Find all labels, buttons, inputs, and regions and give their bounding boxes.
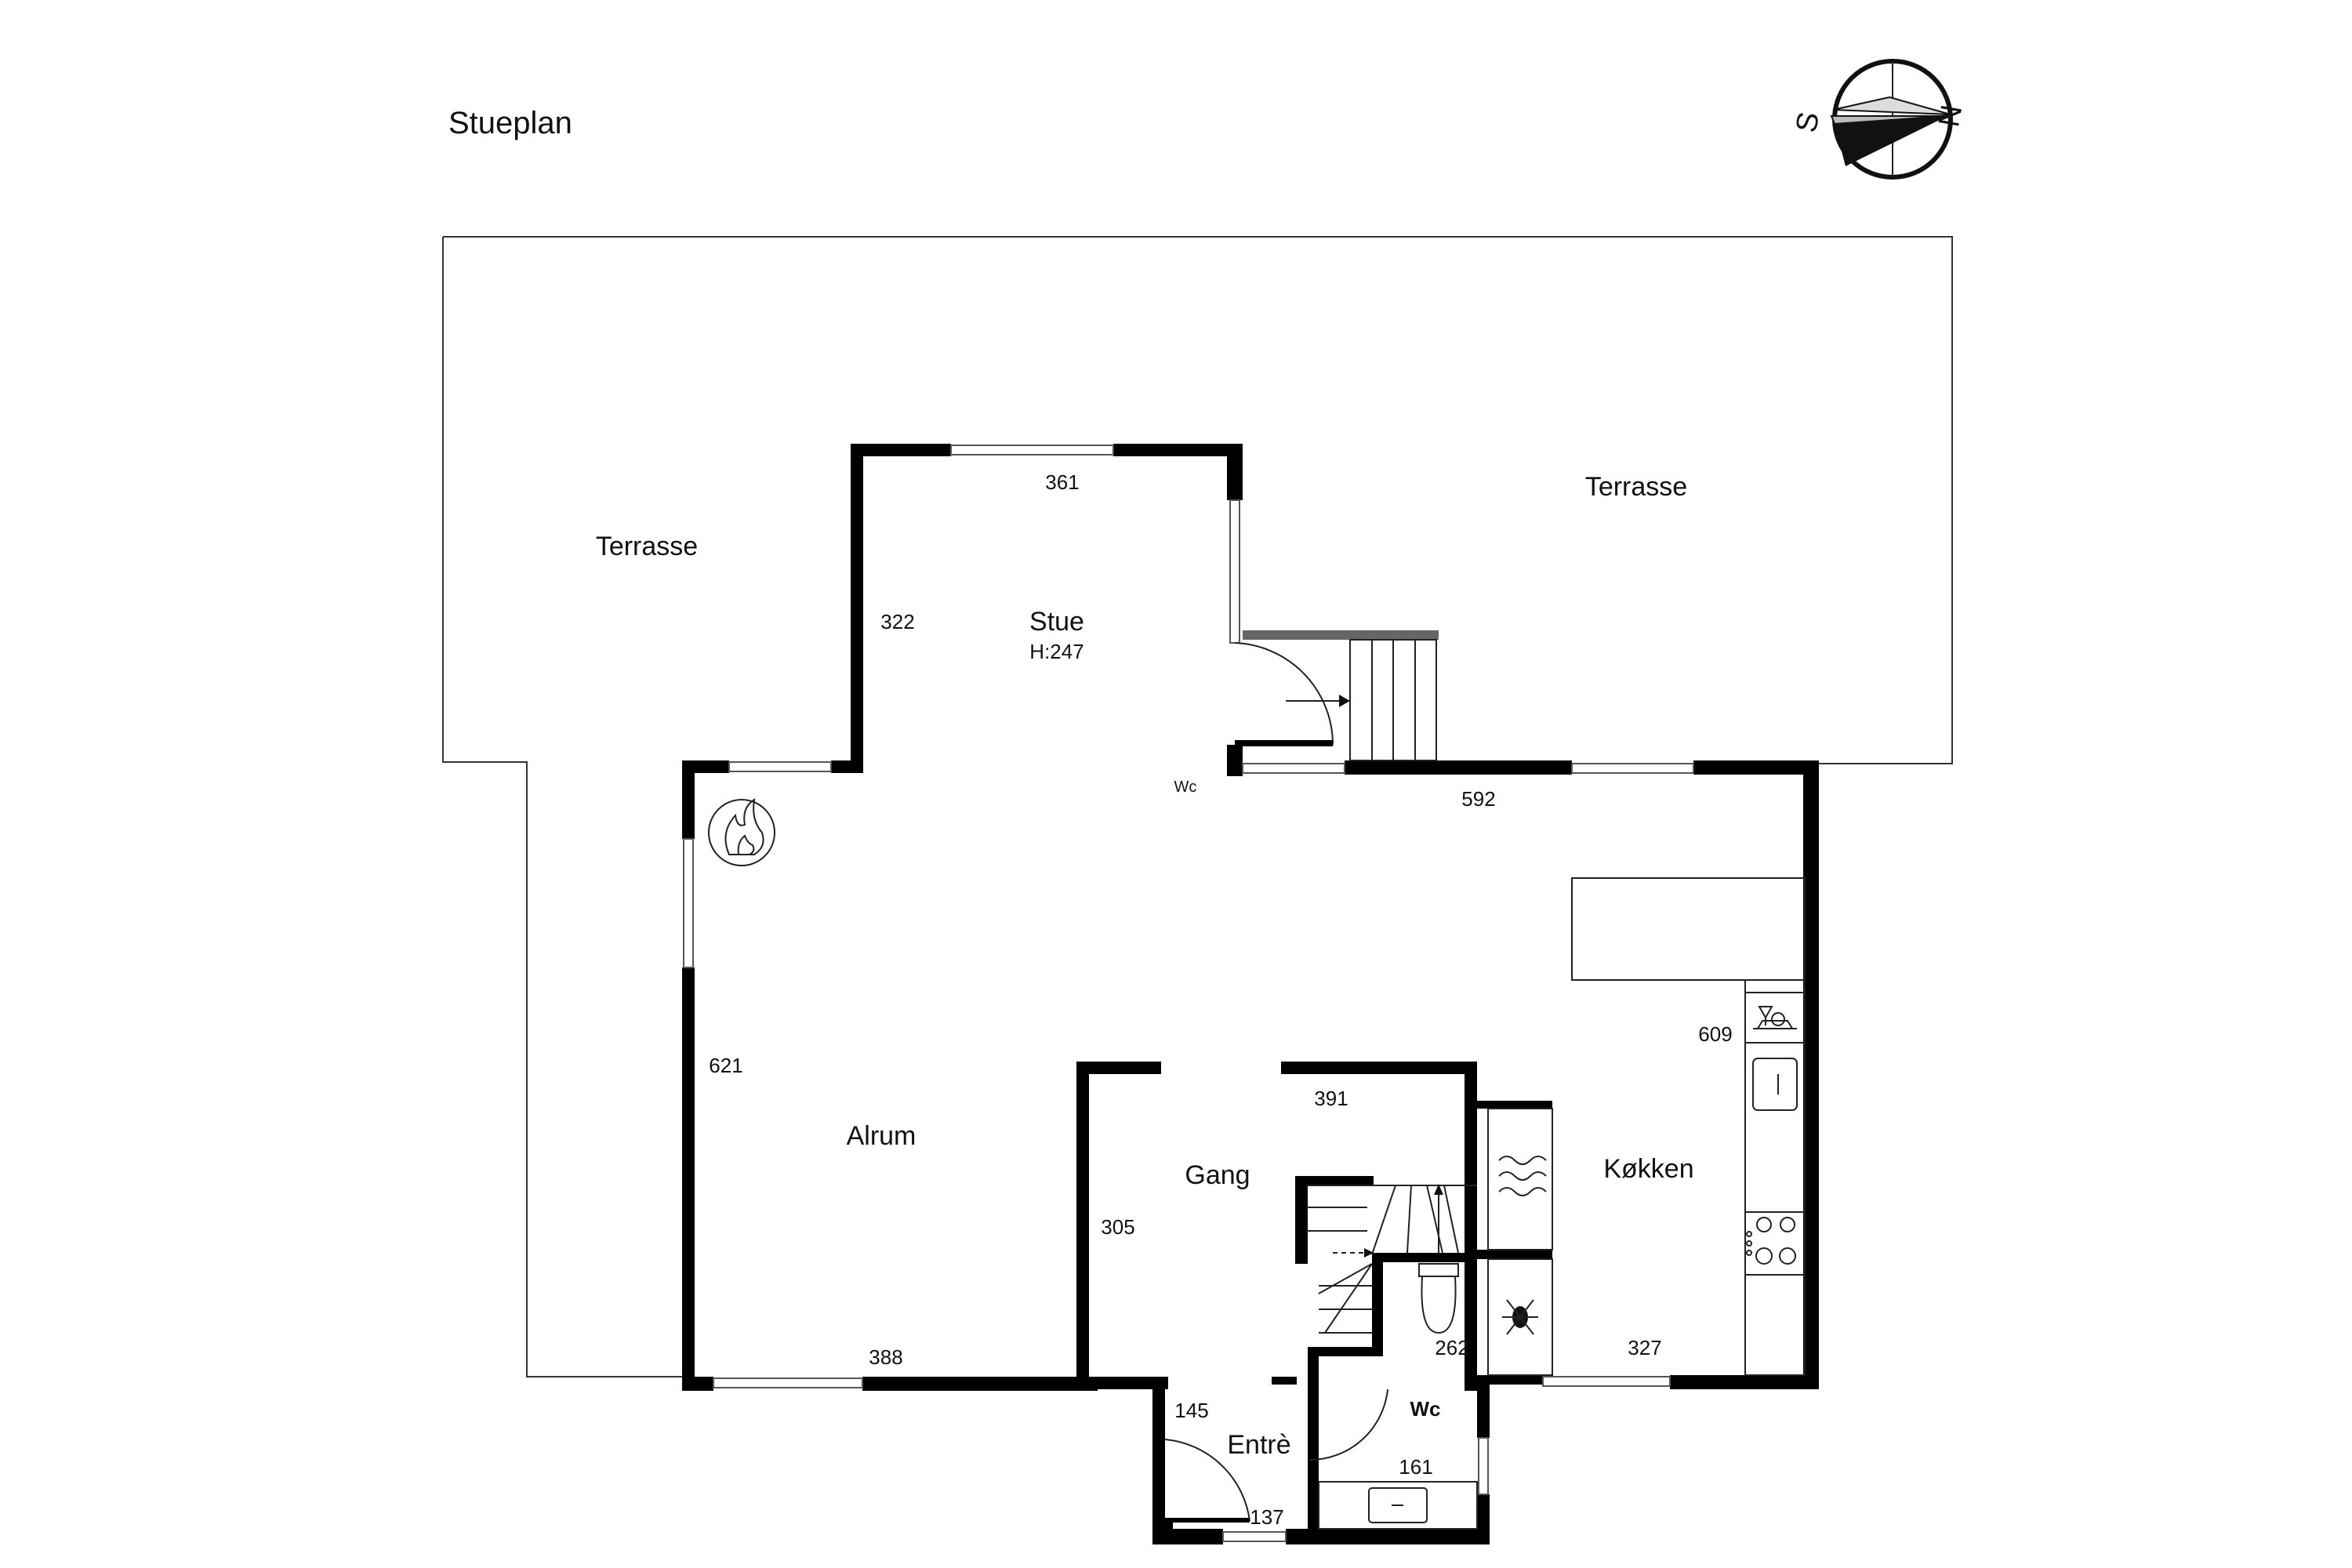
room-label-wc: Wc: [1410, 1397, 1441, 1421]
dim-wc-width: 161: [1399, 1455, 1432, 1479]
dim-stue-depth: 322: [880, 610, 914, 633]
dim-kitchen-width: 327: [1628, 1336, 1661, 1359]
plan-title: Stueplan: [448, 106, 572, 140]
compass-south-label: S: [1790, 110, 1826, 135]
freezer-icon: [1487, 1258, 1553, 1376]
dim-entre-depth: 145: [1174, 1399, 1208, 1422]
room-label-terrasse-left: Terrasse: [596, 532, 698, 561]
kitchen-counter: [1744, 979, 1806, 1376]
room-height-stue: H:247: [1029, 640, 1083, 663]
dim-north-wall: 592: [1461, 787, 1495, 811]
room-label-entre: Entrè: [1227, 1430, 1290, 1460]
dishwasher-icon: [1753, 1006, 1797, 1029]
room-label-gang: Gang: [1185, 1160, 1250, 1190]
cooktop-icon: [1746, 1217, 1796, 1265]
doors: [1164, 642, 1388, 1523]
room-label-alrum: Alrum: [847, 1121, 916, 1151]
toilet-icon: [1418, 1263, 1459, 1334]
stair-up-to-stue: [1243, 630, 1439, 761]
room-label-wc-small: Wc: [1174, 779, 1197, 796]
dim-wc-depth: 262: [1435, 1336, 1468, 1359]
compass-north-label: N: [1933, 103, 1969, 129]
windows: [683, 445, 1694, 1542]
dim-stue-width: 361: [1045, 470, 1079, 494]
stair-inner: [1306, 1184, 1477, 1334]
terrace-outline: [442, 236, 1953, 1377]
oven-icon: [1487, 1108, 1553, 1250]
wc-sink-icon: [1318, 1481, 1478, 1530]
sink-icon: [1752, 1058, 1798, 1111]
room-label-kokken: Køkken: [1603, 1154, 1693, 1184]
dim-kitchen-depth: 609: [1698, 1022, 1732, 1046]
room-label-terrasse-right: Terrasse: [1585, 472, 1687, 502]
dim-alrum-depth: 621: [709, 1054, 742, 1077]
dim-gang-depth: 305: [1101, 1215, 1134, 1239]
room-label-stue: Stue: [1029, 607, 1084, 637]
fireplace-icon: [708, 797, 775, 866]
dim-gang-width: 391: [1314, 1087, 1348, 1110]
dim-entre-width: 137: [1250, 1505, 1283, 1529]
walls: [682, 444, 1819, 1544]
compass-rose: N S: [1790, 59, 1969, 180]
kitchen-island: [1571, 877, 1806, 981]
dim-alrum-width: 388: [869, 1345, 902, 1369]
